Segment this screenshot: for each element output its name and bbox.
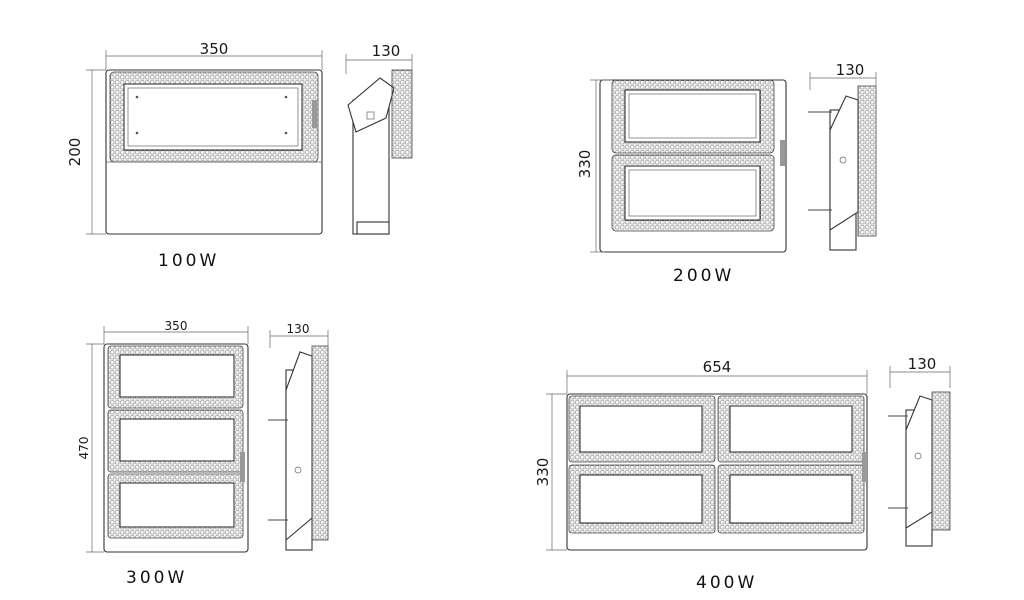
wattage-label-100w: 100W: [158, 251, 219, 271]
width-label-300w: 350: [165, 319, 188, 333]
height-label-200w: 330: [576, 150, 594, 179]
unit-100w: 350 200 130 100W: [66, 40, 413, 271]
side-view-200w: [808, 85, 877, 251]
front-view-300w: [103, 343, 249, 553]
width-label-400w: 654: [703, 358, 732, 376]
depth-label-300w: 130: [287, 322, 310, 336]
front-view-200w: [599, 79, 787, 253]
wattage-label-200w: 200W: [673, 266, 734, 286]
depth-label-200w: 130: [836, 61, 865, 79]
height-label-100w: 200: [66, 138, 84, 167]
height-label-400w: 330: [534, 458, 552, 487]
side-view-300w: [268, 345, 329, 551]
unit-400w: 654 330 130 400W: [534, 355, 951, 593]
wattage-label-300w: 300W: [126, 568, 187, 588]
front-view-400w: [566, 393, 868, 551]
wattage-label-400w: 400W: [696, 573, 757, 593]
unit-300w: 350 470 130 300W: [77, 319, 329, 588]
side-view-100w: [347, 69, 413, 235]
front-view-100w: [105, 69, 323, 235]
unit-200w: 330 130 200W: [576, 61, 877, 286]
depth-label-100w: 130: [372, 42, 401, 60]
side-view-400w: [888, 391, 951, 547]
height-label-300w: 470: [77, 437, 91, 460]
depth-label-400w: 130: [908, 355, 937, 373]
width-label-100w: 350: [200, 40, 229, 58]
